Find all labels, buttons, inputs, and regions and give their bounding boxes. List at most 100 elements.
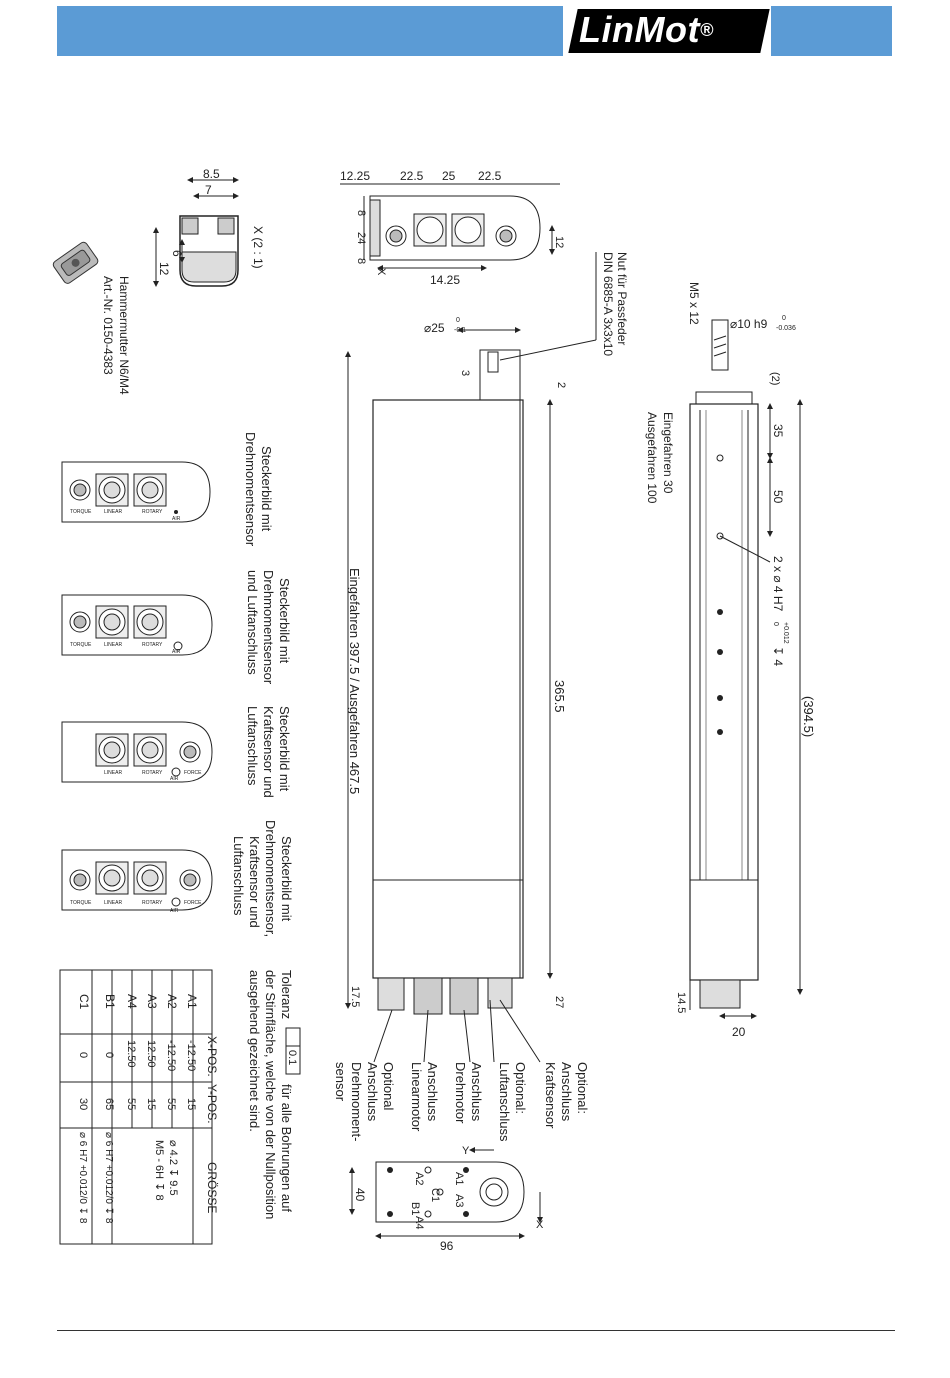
conn4-caption-4: Luftanschluss	[231, 836, 246, 916]
side-total: (394.5)	[801, 696, 816, 737]
conn1-caption-1: Steckerbild mit	[259, 446, 274, 532]
callout-rot-2: Drehmotor	[453, 1062, 468, 1124]
side-shaft: ⌀10 h9	[730, 317, 768, 331]
connector-view-3: LINEAR ROTARY FORCE AIR Steckerbild mit …	[61, 706, 292, 798]
offset-2: 2	[555, 382, 567, 388]
side-shaft-tol-lower: -0.036	[776, 325, 796, 332]
row-a4-id: A4	[125, 994, 139, 1009]
top-dim-225a: 22.5	[400, 169, 424, 183]
row-a1-x: -12.50	[185, 1040, 197, 1071]
callout-force-1: Optional:	[575, 1062, 590, 1114]
side-dim-35: 35	[771, 424, 785, 438]
hammer-nut-drawing: 8.5 7 12 6 X (2 : 1) Hammermutter N6/M4 …	[52, 167, 265, 395]
row-a2-id: A2	[165, 994, 179, 1009]
row-c1-id: C1	[77, 994, 91, 1010]
conn4-air: AIR	[170, 908, 179, 914]
row-b1-x: 0	[103, 1052, 115, 1058]
face-dim-40: 40	[353, 1188, 367, 1202]
hole-table: X-POS. Y-POS. GRÖSSE A1 -12.50 15 A2 -12…	[59, 969, 219, 1245]
side-holes-depth: ↧ 4	[771, 646, 785, 666]
face-label-a1: A1	[453, 1172, 465, 1185]
side-holes: 2 x ⌀ 4 H7	[771, 556, 785, 612]
top-dim-1425: 14.25	[430, 273, 460, 287]
hammer-dim-12: 12	[157, 262, 171, 276]
conn2-air: AIR	[172, 649, 181, 655]
top-dim-25: 25	[442, 169, 456, 183]
callout-torque-3: Drehmoment-	[349, 1062, 364, 1141]
conn4-plug-torque: TORQUE	[70, 900, 92, 906]
row-c1-size: ⌀ 6 H7 +0.012/0 ↧ 8	[77, 1132, 88, 1224]
tolerance-line2: der Stirnfläche, welche von der Nullposi…	[263, 970, 278, 1219]
conn3-caption-1: Steckerbild mit	[277, 706, 292, 792]
brand-name: LinMot	[579, 9, 700, 50]
callouts: Optional: Anschluss Kraftsensor Optional…	[333, 999, 590, 1142]
footer-rule	[57, 1330, 895, 1331]
conn1-air: AIR	[172, 516, 181, 522]
hammer-dim-85: 8.5	[203, 167, 220, 181]
hammer-nut-iso-icon	[52, 241, 99, 284]
top-dim-225b: 22.5	[478, 169, 502, 183]
conn2-plug-rotary: ROTARY	[142, 642, 163, 648]
tolerance-line3: ausgehend gezeichnet sind.	[247, 970, 262, 1132]
face-axis-x: X	[536, 1219, 544, 1231]
row-a3-id: A3	[145, 994, 159, 1009]
hammer-nut-title: Hammermutter N6/M4	[117, 276, 131, 395]
callout-torque-1: Optional	[381, 1062, 396, 1111]
conn4-caption-3: Kraftsensor und	[247, 836, 262, 928]
row-c1-x: 0	[77, 1052, 89, 1058]
table-header-y: Y-POS.	[205, 1084, 219, 1124]
brand-logo: LinMot®	[563, 4, 771, 56]
hammer-dim-7: 7	[205, 183, 212, 197]
conn3-air: AIR	[170, 776, 179, 782]
conn1-plug-linear: LINEAR	[104, 509, 122, 515]
row-a1-id: A1	[185, 994, 199, 1009]
hammer-dim-6: 6	[170, 250, 184, 257]
callout-torque-4: sensor	[333, 1062, 348, 1102]
length-365: 365.5	[552, 680, 567, 713]
row-a2-x: -12.50	[165, 1040, 177, 1071]
callout-air-1: Optional:	[513, 1062, 528, 1114]
shaft-tol-upper: 0	[456, 317, 460, 324]
top-dim-24: 24	[355, 232, 367, 244]
callout-air-2: Luftanschluss	[497, 1062, 512, 1142]
shaft-diameter: ⌀25	[424, 321, 445, 335]
actuator-body: Eingefahren 397.5 / Ausgefahren 467.5 36…	[345, 351, 567, 1015]
key-note-1: Nut für Passfeder	[615, 252, 629, 345]
face-label-a2: A2	[413, 1172, 425, 1185]
key-depth: 3	[459, 370, 471, 376]
table-header-size: GRÖSSE	[205, 1162, 219, 1213]
row-b1-id: B1	[103, 994, 117, 1009]
row-c1-y: 30	[77, 1098, 89, 1110]
conn1-caption-2: Drehmomentsensor	[243, 432, 258, 547]
callout-lin-2: Linearmotor	[409, 1062, 424, 1132]
face-label-c1: C1	[429, 1188, 441, 1202]
conn3-caption-3: Luftanschluss	[245, 706, 260, 786]
row-a2-y: 55	[165, 1098, 177, 1110]
shaft-tol-lower: -0.1	[454, 327, 466, 334]
side-stroke-out: Ausgefahren 100	[645, 412, 659, 504]
connector-view-1: TORQUE LINEAR ROTARY AIR Steckerbild mit…	[61, 432, 274, 547]
conn4-plug-force: FORCE	[184, 900, 202, 906]
bottom-175: 17.5	[349, 986, 361, 1007]
actuator-top-view: 12.25 22.5 25 22.5 8 24 8 12 14.25 X	[340, 169, 565, 287]
hammer-nut-article: Art.-Nr. 0150-4383	[101, 276, 115, 375]
tolerance-line1: für alle Bohrungen auf	[279, 1084, 294, 1212]
flange-27: 27	[553, 996, 565, 1008]
top-x-label: X	[375, 268, 387, 276]
row-a3-y: 15	[145, 1098, 157, 1110]
row-a2-size: ⌀ 4.2 ↧ 9.5	[167, 1140, 179, 1196]
brand-reg: ®	[699, 20, 714, 40]
row-a4-y: 55	[125, 1098, 137, 1110]
connector-view-2: TORQUE LINEAR ROTARY AIR Steckerbild mit…	[61, 570, 292, 685]
conn1-plug-torque: TORQUE	[70, 509, 92, 515]
callout-torque-2: Anschluss	[365, 1062, 380, 1122]
face-view: A1 A3 A2 C1 B1 A4 40 96 X Y	[349, 1145, 544, 1253]
row-a3-size: M5 - 6H ↧ 8	[153, 1140, 165, 1201]
conn4-plug-linear: LINEAR	[104, 900, 122, 906]
row-a1-y: 15	[185, 1098, 197, 1110]
side-dim-50: 50	[771, 490, 785, 504]
callout-force-2: Anschluss	[559, 1062, 574, 1122]
actuator-side-view: M5 x 12 ⌀10 h9 0 -0.036 (2) 35 50 2 x ⌀ …	[645, 282, 816, 1039]
conn2-caption-1: Steckerbild mit	[277, 578, 292, 664]
